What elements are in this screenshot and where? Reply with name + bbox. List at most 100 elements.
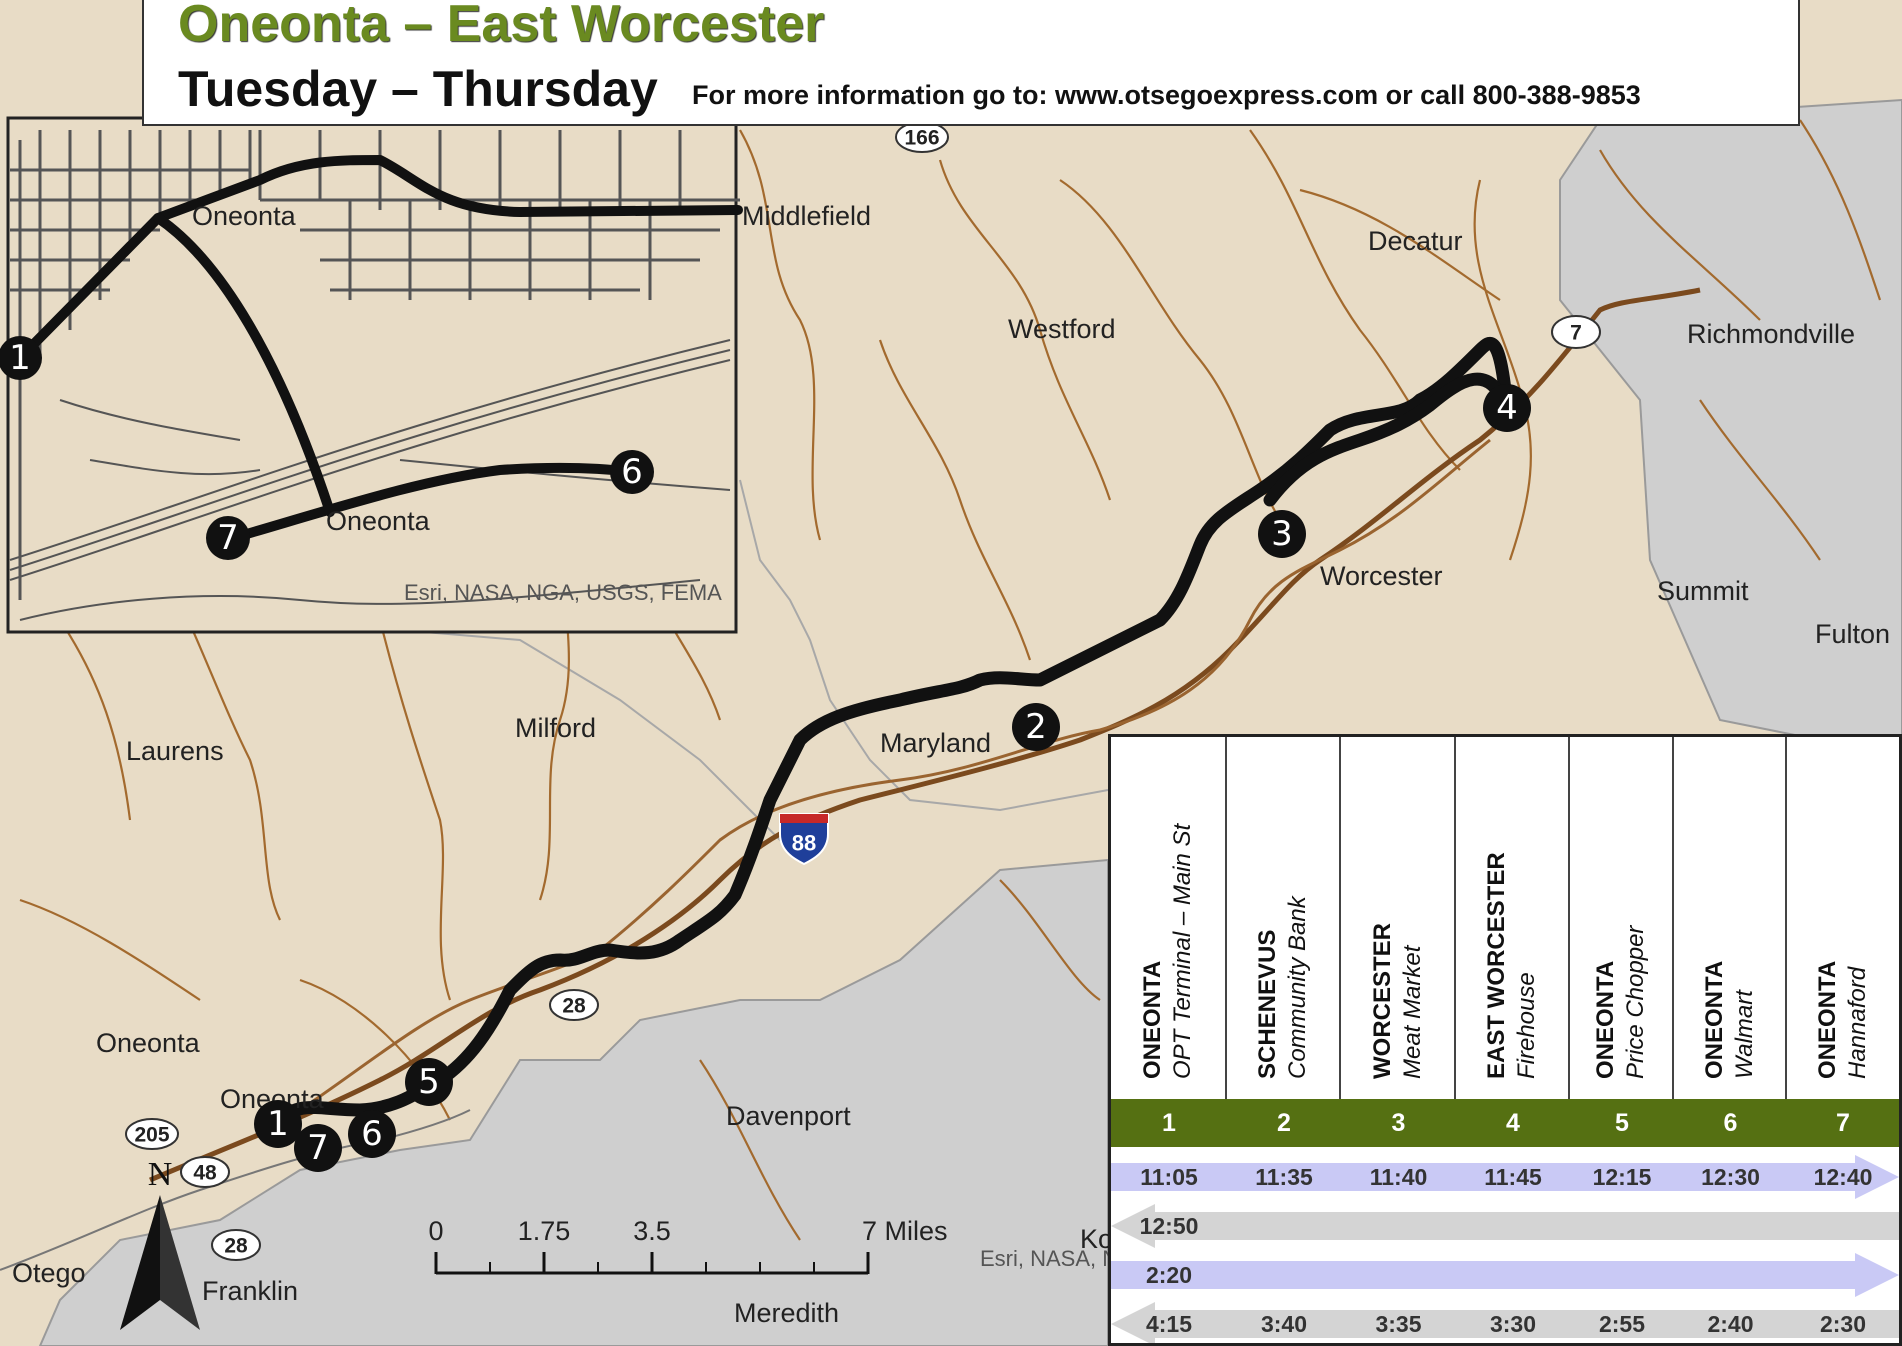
stop-description: Community Bank [1284,896,1311,1079]
stop-number-3: 3 [1391,1109,1406,1137]
inset-map: Oneonta Oneonta Esri, NASA, NGA, USGS, F… [0,116,743,634]
svg-text:205: 205 [134,1124,169,1147]
svg-text:1: 1 [9,338,31,378]
stop-description: Walmart [1730,990,1758,1079]
scale-tick-1: 1.75 [518,1216,571,1246]
stop-city: ONEONTA [1814,960,1841,1079]
bus-route-main-tail [1263,372,1514,507]
svg-text:N: N [148,1156,173,1193]
bus-route-main [273,336,1514,1127]
stop-description: Firehouse [1513,972,1540,1079]
time-cell [1570,1253,1674,1297]
label-franklin: Franklin [202,1276,298,1306]
stop-description: Hannaford [1844,966,1871,1079]
svg-text:4: 4 [1496,388,1518,428]
label-worcester: Worcester [1320,561,1443,591]
label-laurens: Laurens [126,736,224,766]
service-days: Tuesday – Thursday [178,61,658,117]
shield-i88: 88 [779,813,829,866]
label-fulton: Fulton [1815,619,1890,649]
label-meredith: Meredith [734,1298,839,1328]
stop-marker-7: 7 [294,1124,342,1172]
gray-county-east [1559,98,1902,741]
stop-number-1: 1 [1162,1109,1176,1137]
time-cell: 4:15 [1145,1311,1193,1337]
stop-number-4: 4 [1506,1109,1520,1137]
time-cell: 12:15 [1592,1164,1652,1190]
route-title: Oneonta – East Worcester [178,0,825,53]
stop-description: OPT Terminal – Main St [1169,823,1196,1079]
arrow-right-icon [1855,1155,1899,1199]
svg-text:7: 7 [1570,322,1582,345]
stop-marker-1: 1 [254,1100,302,1148]
time-cell: 12:30 [1701,1164,1760,1190]
stop-marker-3: 3 [1258,510,1306,558]
stop-number-6: 6 [1723,1109,1738,1137]
svg-text:7: 7 [217,518,239,558]
time-cell [1787,1204,1899,1248]
stop-marker-4: 4 [1483,384,1531,432]
header-panel: Oneonta – East Worcester Tuesday – Thurs… [142,0,1800,126]
time-cell: 11:45 [1484,1164,1542,1190]
stop-marker-5: 5 [405,1058,453,1106]
scale-bar: 0 1.75 3.5 7 Miles [428,1216,948,1275]
north-arrow-icon: N [120,1156,200,1330]
svg-text:48: 48 [193,1162,217,1185]
inset-stop-marker-6: 6 [610,450,654,494]
stop-number-7: 7 [1836,1109,1850,1137]
inset-stop-marker-7: 7 [206,516,250,560]
attribution-main: Esri, NASA, N [980,1246,1118,1271]
svg-text:28: 28 [224,1235,248,1258]
svg-text:3: 3 [1271,514,1293,554]
time-cell [1341,1204,1456,1248]
time-cell: 11:40 [1369,1164,1428,1190]
stop-city: EAST WORCESTER [1483,852,1510,1079]
shield-166: 166 [895,121,949,153]
inbound-arrow-band [1155,1310,1899,1338]
inset-label-oneonta-top: Oneonta [192,201,297,231]
shield-205: 205 [125,1118,179,1150]
label-richmondville: Richmondville [1687,319,1855,349]
time-cell: 2:55 [1598,1311,1646,1337]
time-cell [1341,1253,1456,1297]
stop-city: SCHENEVUS [1254,929,1281,1079]
stop-description: Price Chopper [1622,925,1649,1079]
scale-tick-3: 7 Miles [862,1216,948,1246]
label-maryland: Maryland [880,728,991,758]
arrow-left-icon [1111,1204,1155,1248]
time-cell: 3:35 [1375,1311,1422,1337]
scale-tick-0: 0 [428,1216,443,1246]
arrow-right-icon [1855,1253,1899,1297]
time-cell: 12:40 [1813,1164,1873,1190]
inset-label-oneonta-bottom: Oneonta [326,506,431,536]
label-decatur: Decatur [1368,226,1463,256]
stop-city: ONEONTA [1139,960,1166,1079]
label-middlefield: Middlefield [742,201,871,231]
label-milford: Milford [515,713,596,743]
scale-tick-2: 3.5 [633,1216,671,1246]
time-cell: 11:35 [1255,1164,1313,1190]
svg-text:1: 1 [267,1104,289,1144]
shield-28b: 28 [211,1229,261,1261]
stop-city: ONEONTA [1592,960,1619,1079]
shield-28a: 28 [549,989,599,1021]
svg-text:88: 88 [792,831,816,856]
stop-marker-6: 6 [348,1110,396,1158]
contact-info: For more information go to: www.otsegoex… [692,80,1641,110]
time-cell: 3:30 [1489,1311,1537,1337]
label-davenport: Davenport [726,1101,851,1131]
outbound-arrow-band [1111,1163,1855,1191]
shield-7: 7 [1551,315,1601,349]
stop-number-5: 5 [1615,1109,1629,1137]
time-cell [1227,1253,1341,1297]
svg-text:2: 2 [1025,707,1047,747]
